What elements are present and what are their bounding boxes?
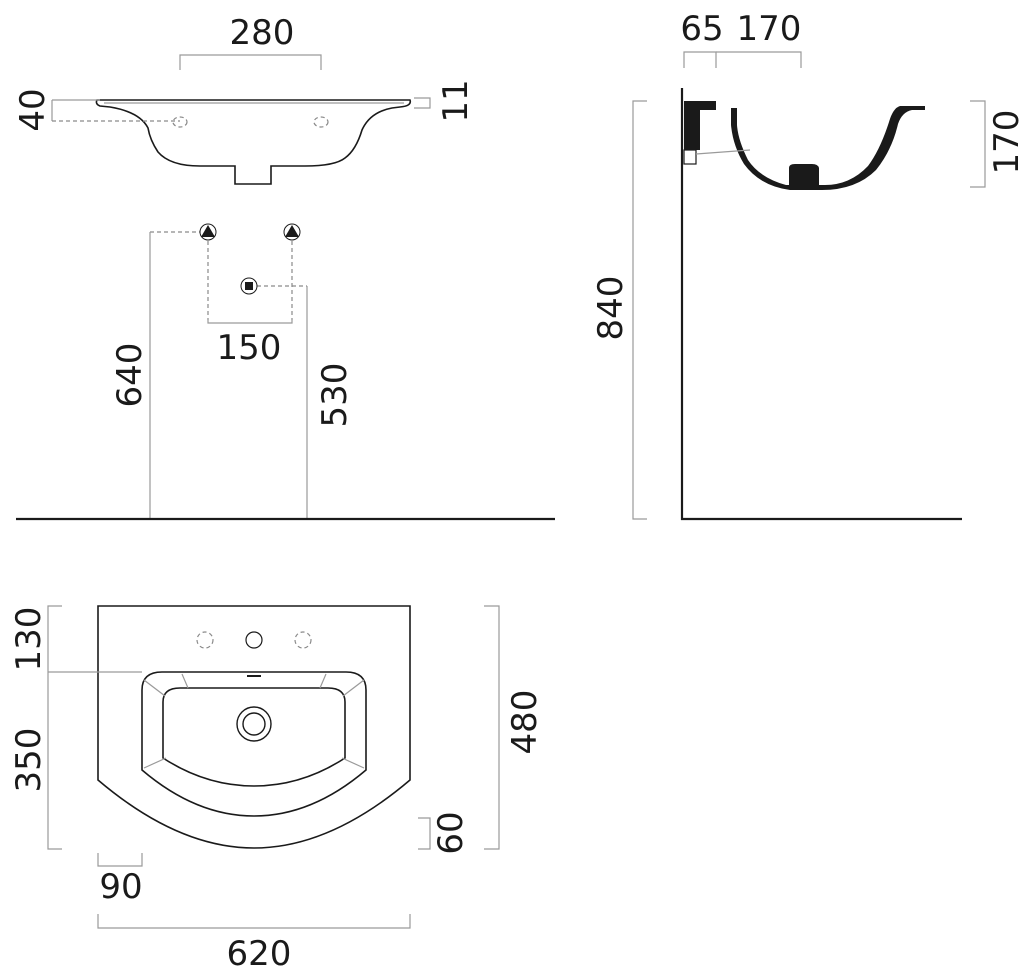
dim-tap-zone: 130 — [9, 607, 49, 672]
dim-overall-height: 840 — [591, 276, 631, 341]
dim-wall-offset: 65 — [680, 9, 723, 49]
dim-bowl-depth: 170 — [737, 9, 802, 49]
dim-side-margin: 90 — [99, 867, 142, 907]
basin-section — [684, 101, 925, 190]
dim-waste-height: 530 — [315, 363, 355, 428]
dim-rim-edge: 11 — [436, 79, 476, 122]
dim-overall-width: 620 — [227, 934, 292, 974]
tap-hole-left-icon — [196, 631, 214, 649]
dim-rim-thickness: 40 — [13, 88, 53, 131]
tap-hole-center-icon — [245, 631, 263, 649]
side-elevation: 65 170 170 840 — [591, 9, 1024, 521]
waste-outlet-icon — [240, 277, 258, 295]
plan-view: 130 350 480 60 90 620 — [9, 605, 545, 974]
dim-outer-tap-spacing: 150 — [217, 328, 282, 368]
dim-bowl-height: 170 — [987, 110, 1024, 175]
drain-icon — [236, 706, 272, 742]
basin-front-profile — [95, 99, 412, 185]
dim-supply-height: 640 — [110, 343, 150, 408]
dim-bowl-length: 350 — [9, 728, 49, 793]
dim-overall-depth: 480 — [505, 690, 545, 755]
front-elevation: 280 40 11 150 — [13, 13, 555, 521]
dim-tap-spacing: 280 — [230, 13, 295, 53]
hot-supply-icon — [199, 223, 217, 241]
dim-front-lip: 60 — [431, 811, 471, 854]
tap-hole-right-icon — [294, 631, 312, 649]
cold-supply-icon — [283, 223, 301, 241]
